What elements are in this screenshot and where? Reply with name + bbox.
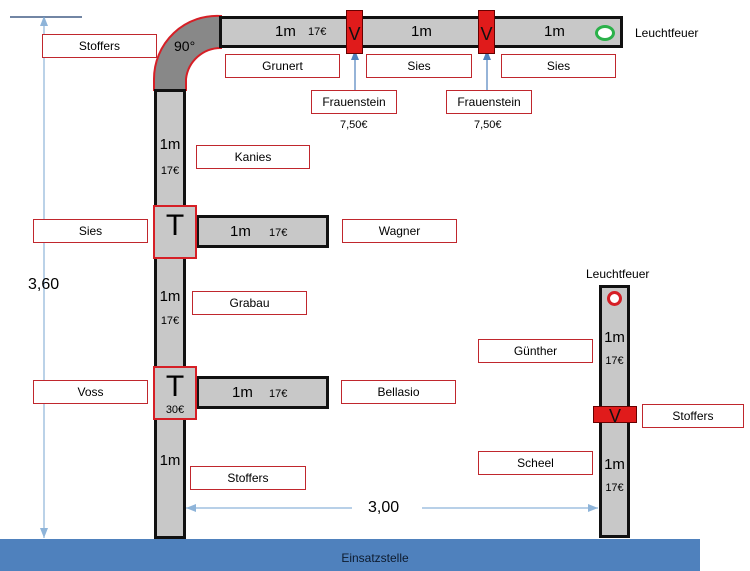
- label-top-seg1: Grunert: [225, 54, 340, 78]
- right-upper-length: 1m: [604, 329, 625, 346]
- top-seg2-length: 1m: [411, 23, 432, 40]
- tee2-price: 30€: [165, 404, 185, 416]
- beacon-top-label: Leuchtfeuer: [635, 26, 699, 40]
- label-tee1-branch: Wagner: [342, 219, 457, 243]
- left-seg2-price: 17€: [160, 165, 180, 177]
- top-seg1-length: 1m: [275, 23, 296, 40]
- label-left-bottom: Stoffers: [190, 466, 306, 490]
- beacon-right-icon: [607, 291, 622, 306]
- distributor-label-2: Frauenstein: [446, 90, 532, 114]
- distributor-price-1: 7,50€: [340, 119, 368, 131]
- label-top-left: Stoffers: [42, 34, 157, 58]
- valve-symbol: V: [348, 24, 361, 44]
- right-lower-price: 17€: [605, 482, 624, 494]
- height-arrow-up: [40, 16, 48, 26]
- valve-symbol: V: [608, 406, 621, 426]
- label-top-seg3: Sies: [501, 54, 616, 78]
- distributor-arrowhead-2: [483, 50, 491, 60]
- height-arrow-down: [40, 528, 48, 538]
- tee-symbol: T: [165, 370, 185, 403]
- distributor-label-1: Frauenstein: [311, 90, 397, 114]
- beacon-right-label: Leuchtfeuer: [586, 267, 650, 281]
- elbow-90: [152, 14, 222, 91]
- label-right-valve: Stoffers: [642, 404, 744, 428]
- right-valve: V: [593, 406, 637, 426]
- branch1-length: 1m: [230, 223, 251, 240]
- label-tee1-left: Sies: [33, 219, 148, 243]
- top-seg1-price: 17€: [308, 26, 327, 38]
- distributor-arrowhead-1: [351, 50, 359, 60]
- label-left-seg2: Kanies: [196, 145, 310, 169]
- top-seg3-length: 1m: [544, 23, 565, 40]
- left-bottom-length: 1m: [159, 452, 181, 469]
- branch-pipe-2: [196, 376, 329, 409]
- branch2-length: 1m: [232, 384, 253, 401]
- elbow-label: 90°: [174, 38, 196, 54]
- label-tee2-left: Voss: [33, 380, 148, 404]
- branch1-price: 17€: [269, 227, 288, 239]
- left-pipe: [154, 89, 186, 539]
- valve-symbol: V: [480, 24, 493, 44]
- label-left-seg3: Grabau: [192, 291, 307, 315]
- beacon-top-icon: [595, 25, 615, 41]
- label-right-upper: Günther: [478, 339, 593, 363]
- width-arrow-right: [588, 504, 598, 512]
- left-seg3-price: 17€: [160, 315, 180, 327]
- label-tee2-branch: Bellasio: [341, 380, 456, 404]
- tee-joint-2: T 30€: [153, 366, 197, 420]
- tee-joint-1: T: [153, 205, 197, 259]
- label-right-lower: Scheel: [478, 451, 593, 475]
- tee-symbol: T: [165, 209, 185, 242]
- top-pipe: [219, 16, 623, 48]
- width-arrow-left: [186, 504, 196, 512]
- distributor-valve-2: V: [478, 10, 495, 54]
- ground-bar: [0, 539, 700, 571]
- left-seg2-length: 1m: [159, 136, 181, 153]
- ground-label: Einsatzstelle: [341, 551, 409, 565]
- distributor-valve-1: V: [346, 10, 363, 54]
- width-dimension: 3,00: [368, 499, 400, 516]
- label-top-seg2: Sies: [366, 54, 472, 78]
- right-lower-length: 1m: [604, 456, 625, 473]
- height-dimension: 3,60: [28, 276, 60, 293]
- left-seg3-length: 1m: [159, 288, 181, 305]
- right-upper-price: 17€: [605, 355, 624, 367]
- distributor-price-2: 7,50€: [474, 119, 502, 131]
- branch-pipe-1: [196, 215, 329, 248]
- branch2-price: 17€: [269, 388, 288, 400]
